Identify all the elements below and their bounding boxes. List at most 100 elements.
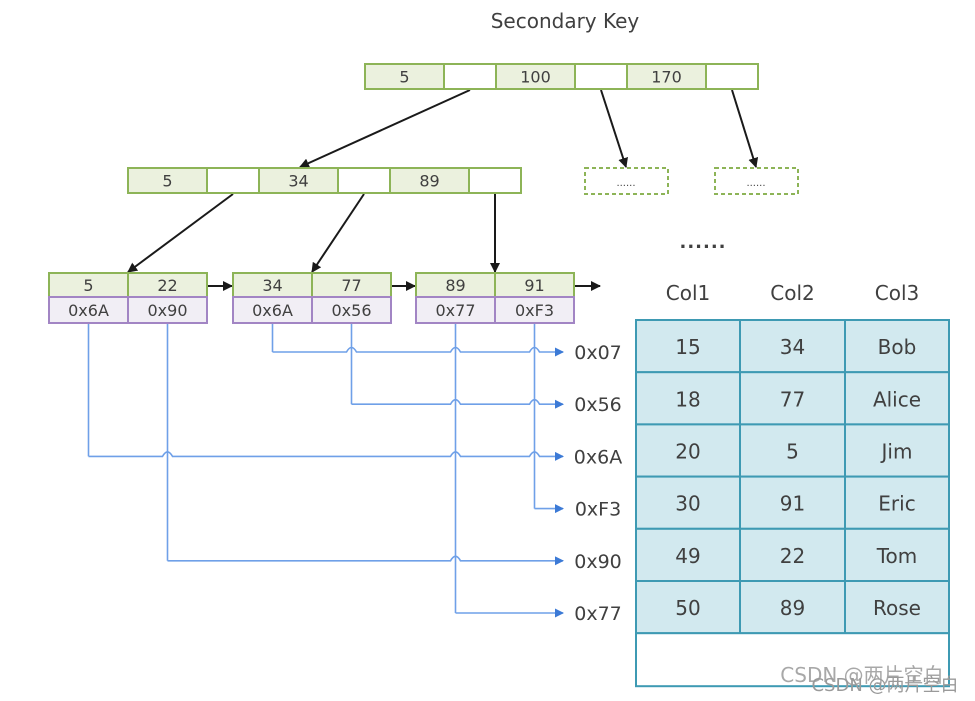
- table-cell-value: 22: [780, 544, 805, 568]
- watermark-primary: CSDN @两片空白: [780, 663, 943, 687]
- table-row: 50 89 Rose: [635, 580, 950, 635]
- internal-to-leaf-arrow: [127, 193, 234, 273]
- table-cell: [844, 319, 950, 374]
- table-cell-value: 49: [675, 544, 700, 568]
- leaf-address-label: 0x6A: [68, 301, 109, 320]
- leaf-key-cell: [127, 272, 208, 298]
- table-cell: [844, 475, 950, 530]
- root-node-key-label: 5: [399, 68, 409, 87]
- table-cell-value: Jim: [880, 440, 913, 464]
- table-cell-value: 30: [675, 492, 700, 516]
- leaf-key-label: 22: [157, 276, 177, 295]
- table-cell-value: 50: [675, 596, 700, 620]
- root-node-key-label: 170: [651, 68, 682, 87]
- leaf-address-cell: [232, 296, 313, 324]
- tree-nodes-layer: 5 100 170 5 34 89............ 5 0x6A 22 0x90 34 0x6…: [48, 63, 799, 324]
- root-node-key-cell: [495, 63, 576, 90]
- row-address-label: 0x6A: [574, 446, 622, 468]
- leaf-address-label: 0x6A: [252, 301, 293, 320]
- leaf-address-cell: [127, 296, 208, 324]
- table-column-header: Col3: [875, 281, 919, 305]
- root-to-placeholder-arrow: [731, 89, 759, 168]
- table-cell-value: 34: [780, 335, 805, 359]
- internal-to-leaf-arrow: [311, 193, 365, 273]
- internal-node-pointer-cell: [337, 167, 391, 194]
- table-cell: [739, 319, 846, 374]
- more-nodes-ellipsis: ......: [679, 232, 726, 253]
- diagram-title: Secondary Key: [491, 9, 640, 33]
- root-node-key-cell: [364, 63, 445, 90]
- table-cell-value: 77: [780, 387, 805, 411]
- pointer-link-horizontal: [88, 451, 564, 461]
- table-cell-value: Eric: [878, 492, 915, 516]
- table-cell-value: 89: [780, 596, 805, 620]
- table-cell-value: 5: [786, 440, 799, 464]
- leaf-key-label: 91: [524, 276, 544, 295]
- root-node-pointer-cell: [574, 63, 628, 90]
- table-row: 30 91 Eric: [635, 475, 950, 530]
- root-node-pointer-cell: [705, 63, 759, 90]
- internal-node-key-label: 89: [419, 172, 439, 191]
- table-cell-value: 20: [675, 440, 700, 464]
- pointer-link-horizontal: [272, 346, 564, 357]
- leaf-key-label: 5: [83, 276, 93, 295]
- table-column-header: Col1: [666, 281, 710, 305]
- leaf-key-label: 77: [341, 276, 361, 295]
- table-cell: [635, 527, 741, 582]
- leaf-address-label: 0x90: [147, 301, 187, 320]
- root-to-internal-arrow: [299, 89, 471, 168]
- root-node-key-label: 100: [520, 68, 551, 87]
- table-cell-value: Bob: [878, 335, 917, 359]
- root-to-placeholder-arrow: [600, 89, 628, 168]
- row-address-label: 0x07: [574, 342, 622, 364]
- leaf-key-label: 34: [262, 276, 282, 295]
- leaf-key-cell: [48, 272, 129, 298]
- row-address-label: 0x90: [574, 551, 622, 573]
- internal-node: 5 34 89: [127, 167, 522, 194]
- leaf-address-cell: [48, 296, 129, 324]
- table-cell-value: Rose: [873, 596, 921, 620]
- table-cell-value: 18: [675, 387, 700, 411]
- pointer-link-horizontal: [351, 398, 564, 409]
- internal-node-key-cell: [127, 167, 208, 194]
- table-cell-value: Tom: [876, 544, 918, 568]
- table-cell: [635, 371, 741, 426]
- internal-node-key-label: 34: [288, 172, 308, 191]
- leaf-node: 89 0x77 91 0xF3: [415, 272, 575, 324]
- leaf-address-label: 0xF3: [515, 301, 554, 320]
- placeholder-node: [714, 167, 799, 195]
- placeholder-node-label: ......: [616, 178, 635, 189]
- leaf-address-cell: [311, 296, 392, 324]
- table-column-header: Col2: [770, 281, 814, 305]
- root-node-pointer-cell: [443, 63, 497, 90]
- table-row: 15 34 Bob: [635, 319, 950, 374]
- internal-node-pointer-cell: [468, 167, 522, 194]
- watermark-secondary: CSDN @两片空白: [811, 675, 958, 696]
- row-address-label: 0x77: [574, 603, 622, 625]
- table-cell-value: 91: [780, 492, 805, 516]
- placeholder-node: [584, 167, 669, 195]
- row-address-label: 0x56: [574, 394, 622, 416]
- table-row: 20 5 Jim: [635, 423, 950, 478]
- internal-node-key-label: 5: [162, 172, 172, 191]
- leaf-key-label: 89: [445, 276, 465, 295]
- root-node: 5 100 170: [364, 63, 759, 90]
- leaf-key-cell: [232, 272, 313, 298]
- tree-arrows-layer: [127, 89, 759, 291]
- leaf-address-label: 0x77: [435, 301, 475, 320]
- table-cell-value: 15: [675, 335, 700, 359]
- leaf-address-cell: [494, 296, 575, 324]
- leaf-node: 5 0x6A 22 0x90: [48, 272, 208, 324]
- row-address-label: 0xF3: [575, 499, 621, 521]
- table-cell: [739, 423, 846, 478]
- pointer-link-horizontal: [167, 555, 564, 566]
- internal-node-key-cell: [258, 167, 339, 194]
- table-cell: [844, 580, 950, 635]
- table-cell: [844, 371, 950, 426]
- internal-node-pointer-cell: [206, 167, 260, 194]
- pointer-links-layer: 0x07 0x56 0x6A 0xF3 0x90 0x77: [87, 323, 622, 625]
